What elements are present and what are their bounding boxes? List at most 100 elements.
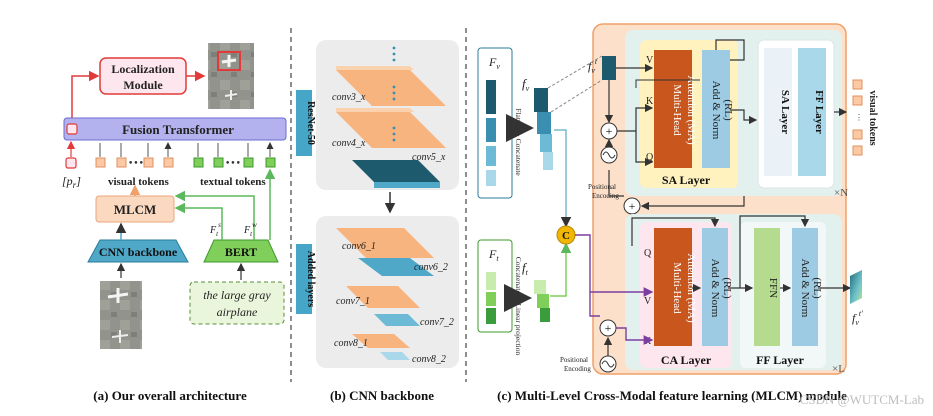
q2-label: Q — [644, 248, 652, 259]
ff-layer-right-label: FF Layer — [813, 90, 825, 134]
sa-layer-label: SA Layer — [662, 173, 711, 187]
conv6-2-label: conv6_2 — [414, 262, 448, 273]
caption-a: (a) Our overall architecture — [93, 388, 247, 403]
flatten-label: Flatten & Concatenate — [514, 108, 523, 176]
pos-enc-label-1b: Encoding — [592, 192, 619, 200]
addnorm-label: Add & Norm — [710, 81, 722, 140]
addnorm3-label-2: (RL) — [811, 277, 823, 299]
svg-text:•••: ••• — [225, 159, 241, 169]
conv6-2-plate — [358, 258, 434, 276]
svg-text:+: + — [629, 199, 636, 213]
addnorm-label-2: (RL) — [722, 99, 734, 121]
fvt-token — [602, 56, 616, 80]
conv8-1-plate — [352, 334, 410, 348]
output-visual-tokens: ⋮ — [852, 79, 863, 156]
localization-module-label-2: Module — [123, 78, 163, 92]
aerial-image-bottom — [100, 281, 142, 349]
conv8-2-plate — [380, 352, 410, 360]
mlcm-label: MLCM — [114, 202, 157, 217]
aerial-image-top — [208, 43, 254, 109]
visual-tokens-label: visual tokens — [108, 176, 170, 188]
conv8-2-label: conv8_2 — [412, 354, 446, 365]
conv8-1-label: conv8_1 — [334, 338, 368, 349]
xN-label: ×N — [834, 187, 848, 199]
v-label: V — [646, 55, 654, 66]
k2-label: K — [644, 336, 652, 347]
ft-label: ft — [522, 260, 529, 277]
conv6-1-label: conv6_1 — [342, 241, 376, 252]
mha-box — [654, 50, 692, 168]
query-text-line-2: airplane — [217, 305, 258, 319]
svg-text:⋮: ⋮ — [855, 113, 863, 122]
localization-module-label-1: Localization — [111, 62, 175, 76]
pr-token — [65, 157, 77, 169]
conv3-label: conv3_x — [332, 92, 366, 103]
conv3-plate — [336, 70, 446, 106]
ca-layer-label: CA Layer — [661, 353, 712, 367]
panel-c: Fv Flatten & Concatenate fv Ft Concatena… — [477, 23, 878, 403]
mha-label: Multi-Head — [671, 84, 683, 136]
svg-text:+: + — [606, 124, 613, 138]
panel-b: ResNet-50 Added layers conv3_x conv4_x c… — [296, 40, 459, 403]
caption-c: (c) Multi-Level Cross-Modal feature lear… — [497, 388, 847, 403]
svg-text:C: C — [562, 230, 570, 242]
ft-w-label: Ftw — [243, 221, 257, 238]
pos-enc-label-2b: Encoding — [564, 365, 591, 373]
query-text-box — [189, 281, 285, 325]
addnorm3-label: Add & Norm — [799, 259, 811, 318]
mha2-box — [654, 228, 692, 346]
k-label: K — [646, 96, 654, 107]
mha-label-2: Attention (MA) — [685, 75, 697, 145]
fusion-transformer-label: Fusion Transformer — [122, 122, 234, 137]
addnorm3-box — [792, 228, 818, 346]
addnorm2-label: Add & Norm — [709, 259, 721, 318]
mha2-label-2: Attention (MA) — [685, 253, 697, 323]
added-layers-label: Added layers — [305, 251, 316, 308]
fv-label: fv — [522, 76, 530, 93]
fv-token-stack — [534, 88, 553, 170]
addnorm2-label-2: (RL) — [721, 277, 733, 299]
ff-layer-label: FF Layer — [756, 353, 805, 367]
Ft-label: Ft — [488, 247, 499, 263]
query-text-line-1: the large gray — [203, 288, 271, 302]
concat-linear-label: Concatenate & Linear projection — [514, 257, 523, 356]
resnet-tab — [296, 90, 312, 156]
fv-out-label: fvt' — [852, 309, 863, 327]
fv-out-token — [850, 270, 862, 304]
textual-tokens-label: textual tokens — [200, 176, 266, 188]
conv7-1-plate — [346, 286, 420, 308]
resnet-label: ResNet-50 — [305, 101, 316, 145]
output-visual-tokens-label: visual tokens — [867, 90, 878, 145]
fvt-label: fvt — [588, 57, 598, 75]
caption-b: (b) CNN backbone — [330, 388, 434, 403]
pr-label: [pr] — [62, 174, 81, 190]
fusion-transformer-box — [63, 117, 287, 141]
conv7-2-label: conv7_2 — [420, 317, 454, 328]
xL-label: ×L — [832, 363, 845, 375]
v2-label: V — [644, 296, 652, 307]
ft-s-label: Fts — [209, 221, 221, 238]
bert-box — [203, 239, 279, 263]
watermark: CSDN @WUTCM-Lab — [800, 392, 924, 407]
pos-enc-label-2: Positional — [560, 356, 588, 364]
ffn-box — [754, 228, 780, 346]
ft-token-stack — [534, 280, 550, 322]
cnn-backbone-box — [87, 239, 189, 263]
cnn-backbone-label: CNN backbone — [99, 245, 178, 259]
conv7-1-label: conv7_1 — [336, 296, 370, 307]
bert-label: BERT — [225, 245, 257, 259]
textual-token-row: ••• — [193, 143, 275, 169]
panel-a: Localization Module Fusion Transformer [… — [62, 43, 287, 403]
pos-enc-label-1: Positional — [588, 183, 616, 191]
svg-text:•••: ••• — [128, 159, 144, 169]
ffn-label: FFN — [767, 278, 779, 298]
conv5-plate — [352, 160, 440, 182]
svg-text:+: + — [605, 321, 612, 335]
visual-token-row: ••• — [95, 143, 173, 169]
addnorm-box — [702, 50, 730, 168]
q-label: Q — [646, 152, 654, 163]
conv4-label: conv4_x — [332, 138, 366, 149]
conv6-1-plate — [336, 228, 434, 258]
conv5-label: conv5_x — [412, 152, 446, 163]
